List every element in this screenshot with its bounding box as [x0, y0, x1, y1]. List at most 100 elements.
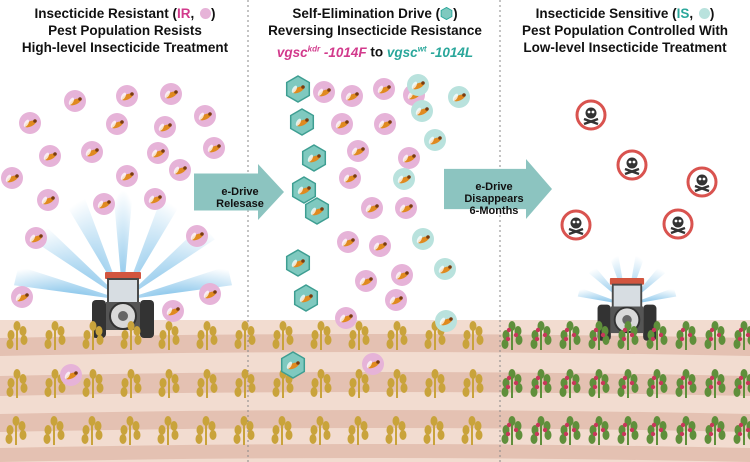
- insect-icon: [369, 235, 391, 257]
- crop-plants: [5, 321, 750, 445]
- plant-icon: [559, 321, 581, 350]
- skull-crossbones-icon: [662, 208, 694, 240]
- plant-icon: [423, 416, 445, 445]
- arrow-right-icon: [444, 159, 552, 219]
- plant-icon: [82, 321, 104, 350]
- plant-icon: [272, 369, 294, 398]
- insect-icon: [347, 140, 369, 162]
- insect-icon: [374, 113, 396, 135]
- insect-icon: [361, 197, 383, 219]
- plant-icon: [704, 416, 726, 445]
- gene-to-site: -1014L: [426, 44, 474, 60]
- legend-close: ): [211, 6, 216, 21]
- insect-icon: [434, 258, 456, 280]
- legend-abbr-is: IS: [676, 6, 690, 21]
- plant-icon: [733, 416, 750, 445]
- title-line: Pest Population Resists: [48, 23, 202, 38]
- insect-icon: [385, 289, 407, 311]
- insect-icon: [393, 168, 415, 190]
- skull-crossbones-icon: [686, 166, 718, 198]
- title-line: Low-level Insecticide Treatment: [523, 40, 727, 55]
- plant-icon: [588, 369, 610, 398]
- insect-icon: [37, 189, 59, 211]
- plant-icon: [617, 321, 639, 350]
- sensitive-legend-icon: [698, 8, 710, 19]
- insect-icon: [355, 270, 377, 292]
- plant-icon: [704, 321, 726, 350]
- insect-icon: [337, 231, 359, 253]
- plant-icon: [310, 369, 332, 398]
- gene-to-name: vgsc: [386, 44, 418, 60]
- insect-icon: [1, 167, 23, 189]
- insect-icon: [313, 81, 335, 103]
- gene-to-word: to: [366, 44, 387, 60]
- arrow-label-release: e-Drive Relesase: [216, 186, 264, 210]
- plant-icon: [81, 416, 103, 445]
- hexagon-drive-icon: [440, 7, 453, 20]
- title-line: Insecticide Sensitive (IS, ): [500, 5, 750, 22]
- insect-icon: [60, 364, 82, 386]
- insect-icon: [162, 300, 184, 322]
- skull-crossbones-icon: [575, 99, 607, 131]
- panel-title-resistant: Insecticide Resistant (IR, ) Pest Popula…: [0, 5, 250, 56]
- insect-icon: [341, 85, 363, 107]
- plant-icon: [5, 416, 27, 445]
- gene-conversion: vgsckdr -1014F to vgscwt -1014L: [250, 40, 500, 61]
- insect-icon: [395, 197, 417, 219]
- plant-icon: [348, 321, 370, 350]
- hexagon-drive-icon: [291, 176, 317, 204]
- insect-icon: [339, 167, 361, 189]
- plant-icon: [385, 416, 407, 445]
- title-line: Insecticide Resistant (IR, ): [0, 5, 250, 22]
- plant-icon: [196, 369, 218, 398]
- plant-icon: [310, 321, 332, 350]
- insect-icon: [203, 137, 225, 159]
- plant-icon: [272, 321, 294, 350]
- gene-from-allele: kdr: [307, 44, 321, 53]
- insect-icon: [25, 227, 47, 249]
- insect-icon: [335, 307, 357, 329]
- insect-icon: [398, 147, 420, 169]
- insect-icon: [147, 142, 169, 164]
- insect-icon: [116, 85, 138, 107]
- plant-icon: [462, 321, 484, 350]
- skull-crossbones-icon: [560, 209, 592, 241]
- hexagon-drive-icon: [285, 75, 311, 103]
- insect-icon: [39, 145, 61, 167]
- plant-icon: [588, 321, 610, 350]
- transition-arrows: [194, 159, 552, 220]
- plant-icon: [158, 321, 180, 350]
- insect-icon: [407, 74, 429, 96]
- plant-icon: [461, 416, 483, 445]
- title-line: Pest Population Controlled With: [521, 23, 729, 38]
- arrow-label-disappear: e-Drive Disappears 6-Months: [446, 181, 542, 217]
- hexagon-drive-icon: [289, 108, 315, 136]
- plant-icon: [120, 321, 142, 350]
- hexagon-drive-icon: [304, 197, 330, 225]
- legend-sep: ,: [689, 6, 697, 21]
- plant-icon: [120, 369, 142, 398]
- insect-icon: [435, 310, 457, 332]
- plant-icon: [386, 369, 408, 398]
- insect-icon: [116, 165, 138, 187]
- plant-icon: [462, 369, 484, 398]
- plant-icon: [424, 369, 446, 398]
- insect-icon: [448, 86, 470, 108]
- insect-icon: [391, 264, 413, 286]
- insect-icon: [93, 193, 115, 215]
- plant-icon: [675, 369, 697, 398]
- plant-icon: [234, 321, 256, 350]
- insect-icon: [412, 228, 434, 250]
- insect-icon: [64, 90, 86, 112]
- plant-icon: [44, 321, 66, 350]
- plant-icon: [309, 416, 331, 445]
- plant-icon: [6, 369, 28, 398]
- title-line: Reversing Insecticide Resistance: [268, 23, 482, 38]
- plant-icon: [588, 416, 610, 445]
- plant-icon: [157, 416, 179, 445]
- panel-title-drive: Self-Elimination Drive () Reversing Inse…: [250, 5, 500, 61]
- insect-icon: [424, 129, 446, 151]
- gene-from: vgsckdr -1014F: [277, 44, 367, 60]
